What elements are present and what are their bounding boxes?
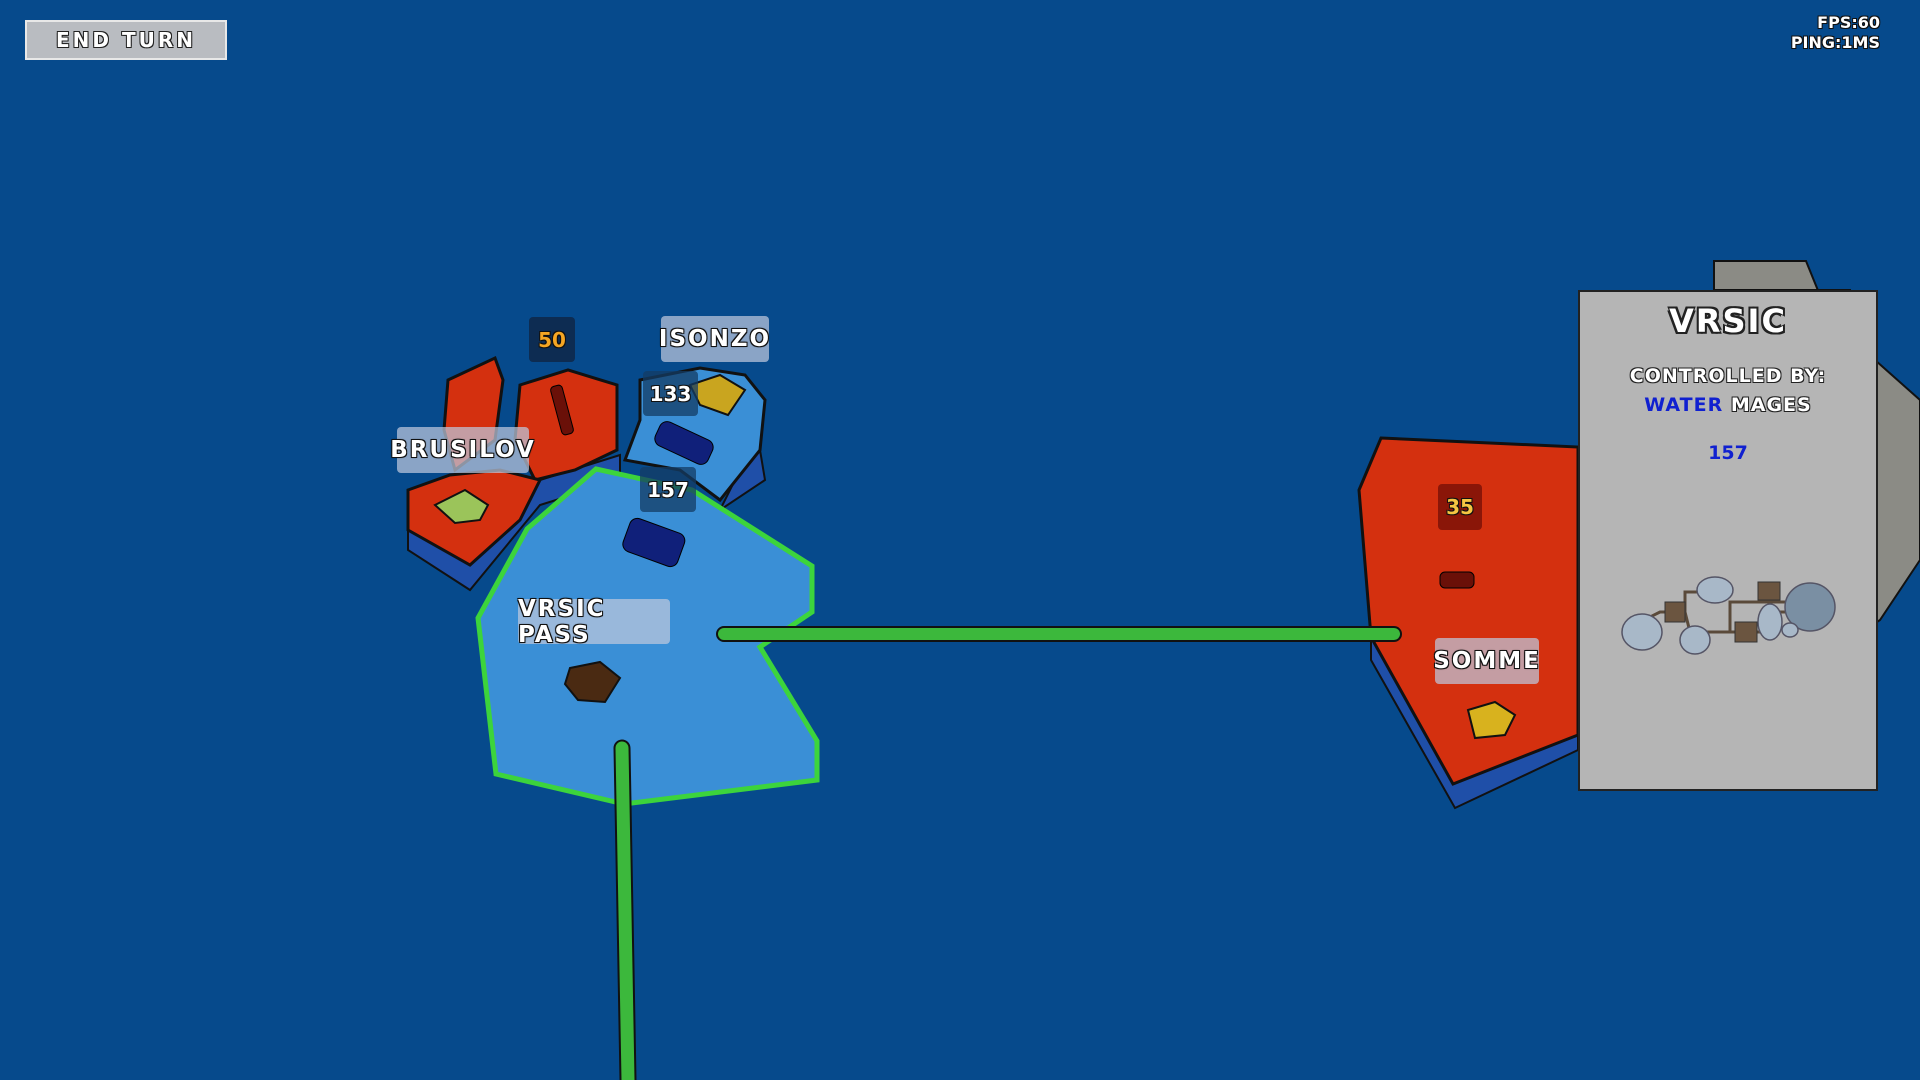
panel-troop-count: 157 xyxy=(1708,442,1748,464)
fortress-icon xyxy=(563,660,622,704)
fps-counter: FPS:60 xyxy=(1817,13,1880,32)
lake-icon xyxy=(1466,700,1517,740)
territory-minimap-image xyxy=(1621,576,1836,655)
faction-name: WATER MAGES xyxy=(1580,391,1876,420)
ping-counter: PING:1MS xyxy=(1790,33,1880,52)
troop-count-vrsic-pass: 157 xyxy=(640,467,696,512)
faction-name-first: WATER xyxy=(1644,394,1724,416)
territory-label-vrsic-pass[interactable]: VRSIC PASS xyxy=(518,596,670,648)
territory-label-brusilov[interactable]: BRUSILOV xyxy=(390,427,534,473)
road[interactable] xyxy=(615,741,635,1080)
end-turn-button[interactable]: END TURN xyxy=(25,20,227,60)
mine-icon xyxy=(688,373,747,417)
army-icon xyxy=(1439,571,1475,589)
army-icon xyxy=(622,517,686,568)
army-icon xyxy=(550,384,574,436)
controlled-by-label: CONTROLLED BY: xyxy=(1629,365,1827,387)
faction-name-second: MAGES xyxy=(1730,394,1812,416)
troop-count-brusilov: 50 xyxy=(529,317,575,362)
troop-count-somme: 35 xyxy=(1438,484,1482,530)
territory-label-somme[interactable]: SOMME xyxy=(1433,638,1539,684)
controlled-by: CONTROLLED BY: WATER MAGES xyxy=(1580,362,1876,420)
panel-title: VRSIC xyxy=(1669,302,1787,340)
troop-count-isonzo: 133 xyxy=(643,371,698,416)
territory-label-isonzo[interactable]: ISONZO xyxy=(659,316,769,362)
army-icon xyxy=(654,421,714,465)
forest-icon xyxy=(433,488,490,525)
net-stats: FPS:60 PING:1MS xyxy=(1791,13,1880,53)
territory-info-panel: VRSIC CONTROLLED BY: WATER MAGES 157 xyxy=(1578,290,1878,791)
